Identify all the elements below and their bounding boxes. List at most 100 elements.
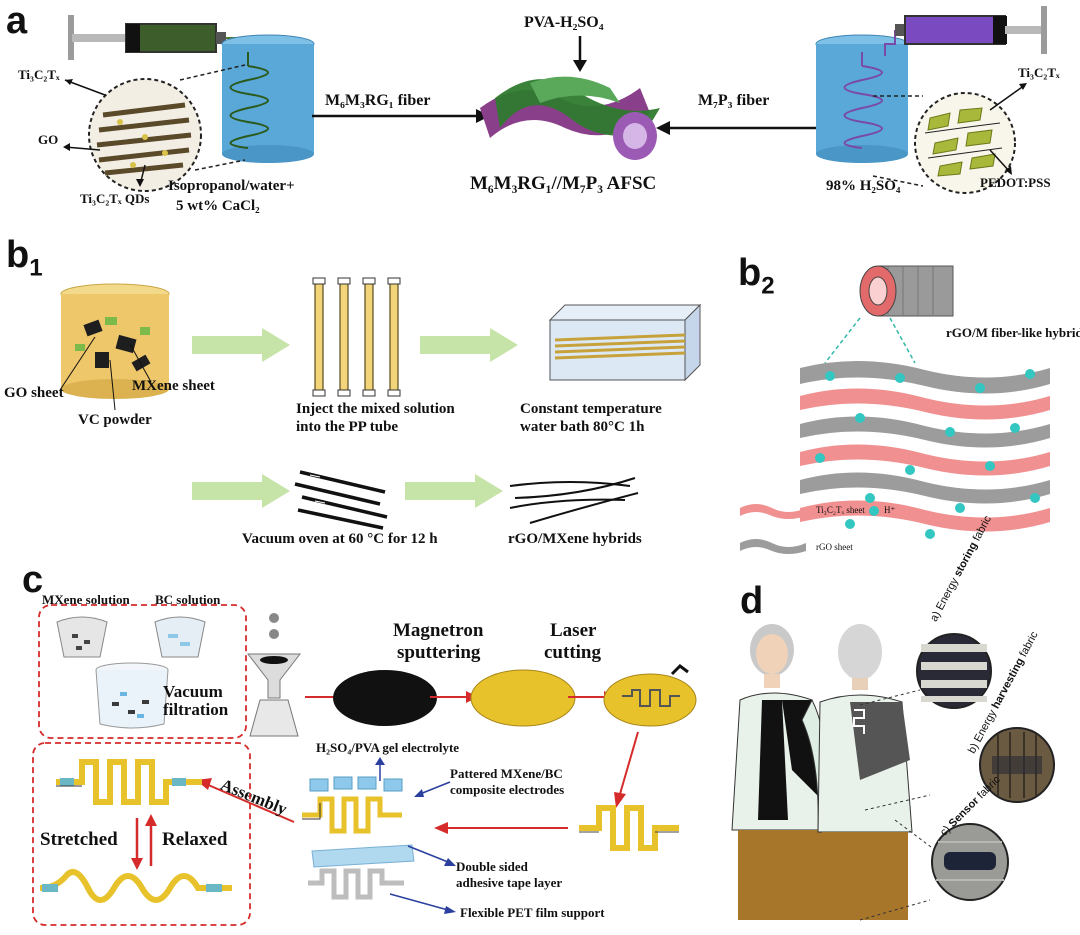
panel-c-label: c	[22, 559, 44, 601]
panel-a-label: a	[6, 0, 28, 42]
mxene-solution-label: MXene solution	[42, 592, 130, 607]
inject-label-line1: Inject the mixed solution	[296, 401, 455, 417]
panel-b1-letter: b	[6, 234, 30, 276]
vacuum-label-line1: Vacuum	[163, 682, 223, 701]
laser-cut-disk	[603, 664, 697, 727]
water-bath-label-line1: Constant temperature	[520, 401, 662, 417]
h-plus-legend-label: H⁺	[884, 505, 896, 515]
left-fiber-arrow	[312, 109, 490, 123]
panel-b1-label: b1	[6, 236, 43, 281]
right-inset-ti3c2tx-label: Ti₃C₂Tₓ	[1018, 65, 1060, 80]
panel-b2-subscript: 2	[761, 272, 775, 300]
right-inset-pointer-arrows	[989, 83, 1027, 175]
left-inset-qds-label: Ti₃C₂Tₓ QDs	[80, 191, 150, 206]
energy-harvesting-fabric-swatch	[979, 727, 1055, 803]
h-plus-legend-dot	[869, 506, 879, 516]
panel-b2-label: b2	[738, 254, 775, 299]
right-fiber-arrow	[656, 121, 819, 135]
laser-label-line2: cutting	[544, 642, 601, 663]
mixture-beaker	[59, 283, 170, 411]
green-arrow-4	[405, 474, 503, 508]
mixed-solution-beaker-icon	[95, 662, 169, 729]
relaxed-serpentine-device	[56, 759, 202, 805]
electrolyte-label: PVA-H₂SO₄	[524, 14, 604, 31]
stretched-serpentine-device	[39, 869, 232, 903]
rolled-fiber-icon	[859, 265, 954, 317]
hybrids-label: rGO/MXene hybrids	[508, 531, 642, 547]
left-inset-ti3c2tx-label: Ti₃C₂Tₓ	[18, 67, 60, 82]
pp-tubes-icon	[312, 277, 401, 397]
blue-arrow-tape	[407, 845, 456, 866]
green-arrow-1	[192, 328, 290, 362]
gold-film-disk	[470, 669, 576, 727]
exploded-layer-stack	[302, 776, 415, 900]
panel-b1-subscript: 1	[29, 254, 43, 282]
magnetron-label-line1: Magnetron	[393, 620, 484, 641]
gel-electrolyte-label: H₂SO₄/PVA gel electrolyte	[316, 740, 460, 755]
back-garment-figure	[817, 624, 913, 920]
electrodes-label-line2: composite electrodes	[450, 782, 565, 797]
left-bath-beaker	[221, 34, 315, 163]
oven-fibers-icon	[294, 470, 388, 530]
right-inset-dashed-lines	[872, 95, 924, 187]
blue-arrow-gel	[375, 757, 385, 781]
right-bath-label: 98% H₂SO₄	[826, 178, 901, 194]
left-inset-pointer-arrows	[63, 79, 146, 187]
right-syringe-icon	[884, 6, 1047, 56]
patterned-electrode-right	[579, 805, 679, 851]
vc-powder-label: VC powder	[78, 412, 152, 428]
solutions-dashed-box	[38, 604, 247, 739]
red-arrow-down-right	[614, 731, 639, 808]
panel-b2-letter: b	[738, 252, 762, 294]
fiber-to-stack-dashed-lines	[824, 317, 916, 364]
harvesting-label-post: fabric	[1015, 629, 1041, 662]
laser-label-line1: Laser	[550, 620, 597, 641]
stretch-relax-arrows	[131, 814, 157, 870]
right-fiber-label: M₇P₃ fiber	[698, 92, 770, 109]
device-label: M₆M₃RG₁//M₇P₃ AFSC	[470, 173, 657, 194]
fabric-callout-dashed-lines	[859, 689, 936, 921]
blue-arrow-electrodes	[414, 781, 451, 797]
filtration-funnel-icon	[246, 613, 302, 737]
left-inset-dashed-lines	[179, 64, 246, 171]
right-inset-magnified-circle	[914, 92, 1016, 194]
ti-sheet-legend-swatch	[740, 504, 806, 519]
right-inset-pedot-label: PEDOT:PSS	[980, 175, 1051, 190]
rgo-sheet-legend-swatch	[740, 539, 806, 554]
water-bath-box	[548, 303, 702, 382]
green-arrow-3	[192, 474, 290, 508]
harvesting-label-bold: harvesting	[989, 656, 1027, 711]
afsc-twisted-fiber-device	[480, 76, 660, 160]
stretch-dashed-box	[32, 742, 251, 926]
left-bath-label-line1: Isopropanol/water+	[168, 178, 295, 194]
inject-label-line2: into the PP tube	[296, 419, 399, 435]
rgo-sheet-legend-label: rGO sheet	[816, 542, 853, 552]
bc-solution-bag-icon	[154, 616, 206, 658]
go-sheet-label: GO sheet	[4, 385, 64, 401]
ti-sheet-legend-label: Ti₃C₂Tₓ sheet	[816, 505, 865, 515]
left-inset-magnified-circle	[88, 78, 202, 192]
left-inset-go-label: GO	[38, 132, 59, 147]
magnetron-label-line2: sputtering	[397, 642, 481, 663]
bc-solution-label: BC solution	[155, 592, 221, 607]
vacuum-label-line2: filtration	[163, 700, 229, 719]
left-fiber-label: M₆M₃RG₁ fiber	[325, 92, 431, 109]
layered-stack-illustration	[800, 360, 1050, 539]
vacuum-oven-label: Vacuum oven at 60 °C for 12 h	[242, 531, 438, 547]
tape-label-line1: Double sided	[456, 859, 528, 874]
hybrid-fibers-icon	[509, 477, 639, 524]
electrodes-label-line1: Pattered MXene/BC	[450, 766, 563, 781]
black-film-disk	[333, 670, 437, 726]
relaxed-label: Relaxed	[162, 829, 228, 850]
red-arrow-from-right	[434, 822, 568, 834]
pet-label: Flexible PET film support	[460, 905, 605, 920]
fiber-hybrids-label: rGO/M fiber-like hybrids	[946, 325, 1080, 340]
water-bath-label-line2: water bath 80°C 1h	[520, 419, 645, 435]
left-syringe-icon	[68, 15, 246, 60]
electrolyte-down-arrow	[573, 36, 587, 72]
panel-d-label: d	[740, 580, 764, 622]
sensor-fabric-swatch	[931, 823, 1009, 901]
green-arrow-2	[420, 328, 518, 362]
stretched-label: Stretched	[40, 829, 118, 850]
front-garment-figure	[731, 624, 830, 920]
